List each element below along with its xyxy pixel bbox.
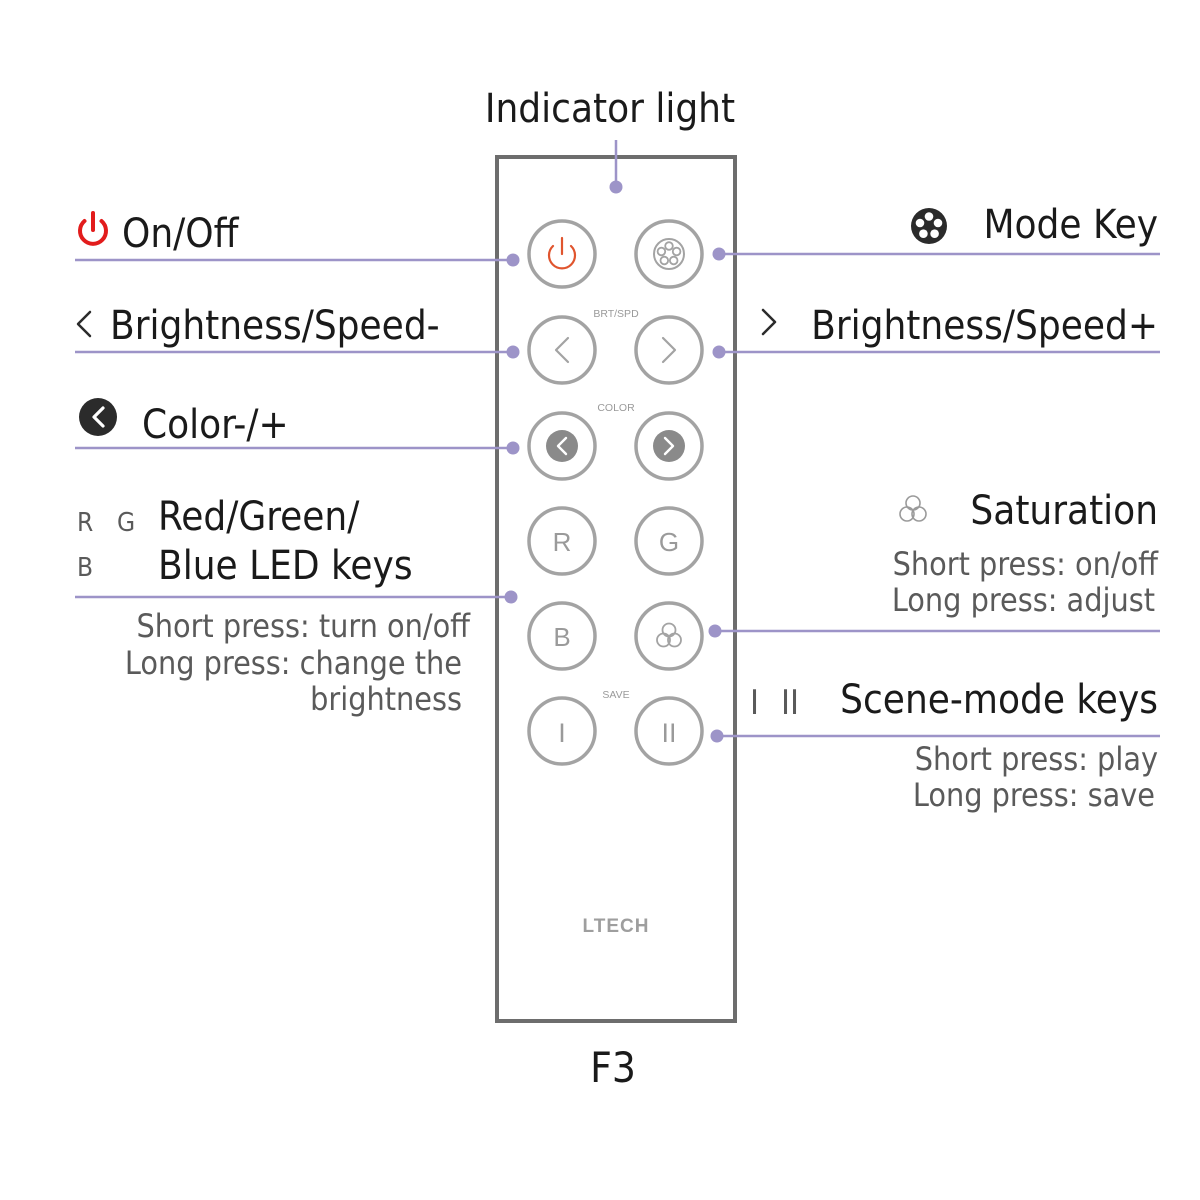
mode-button[interactable] [634,219,704,289]
brightness-plus-button[interactable] [634,315,704,385]
color-dial-left-icon [546,430,578,462]
film-reel-icon [653,238,685,270]
rgb-desc-line3: brightness [310,680,462,718]
section-label-brt: BRT/SPD [593,308,639,320]
remote-body [495,155,737,1023]
brand-logo: LTECH [583,916,650,937]
green-key-button[interactable]: G [634,506,704,576]
indicator-light [609,180,623,194]
blue-key-button[interactable]: B [527,601,597,671]
color-dial-label-icon [79,398,117,436]
scene-1-button[interactable]: I [527,696,597,766]
color-plus-button[interactable] [634,411,704,481]
indicator-light-label: Indicator light [485,86,735,132]
color-minus-button[interactable] [527,411,597,481]
rgb-label-line2: Blue LED keys [158,543,413,589]
scene-desc-line1: Short press: play [915,740,1158,778]
scene-desc-line2: Long press: save [913,776,1155,814]
rgb-desc-line1: Short press: turn on/off [136,607,471,645]
section-label-save: SAVE [602,689,629,701]
rgb-label-line1: Red/Green/ [158,494,360,540]
svg-text:I: I [558,718,566,748]
model-name: F3 [590,1043,636,1092]
color-dial-right-icon [653,430,685,462]
saturation-label-icon [899,495,927,522]
saturation-icon [656,622,682,648]
rgb-letter-r: R [77,508,93,538]
saturation-desc-line2: Long press: adjust [892,581,1155,619]
scene-mark-1: I [750,683,759,723]
color-label: Color-/+ [142,402,289,448]
brightness-minus-button[interactable] [527,315,597,385]
chevron-right-icon [661,336,677,364]
svg-text:R: R [553,527,572,557]
rgb-desc-line2: Long press: change the [125,644,462,682]
callout-lines [75,252,1160,738]
scene-label: Scene-mode keys [840,677,1158,723]
film-reel-label-icon [911,208,947,244]
brightness-plus-label: Brightness/Speed+ [811,303,1158,349]
saturation-button[interactable] [634,601,704,671]
power-button[interactable] [527,219,597,289]
scene-2-button[interactable]: II [634,696,704,766]
rgb-letter-g: G [117,508,135,538]
power-red-icon [78,211,108,246]
svg-text:G: G [659,527,679,557]
section-label-color: COLOR [597,402,635,414]
on-off-label: On/Off [122,211,240,257]
red-key-button[interactable]: R [527,506,597,576]
svg-text:B: B [553,622,570,652]
chevron-left-icon [554,336,570,364]
chevron-right-label-icon [761,308,777,336]
chevron-left-label-icon [76,310,92,338]
svg-text:II: II [661,718,676,748]
saturation-label: Saturation [970,488,1158,534]
mode-key-label: Mode Key [983,202,1158,248]
callout-dots [504,247,726,743]
scene-mark-2: II [781,683,799,723]
rgb-letter-b: B [77,553,93,583]
saturation-desc-line1: Short press: on/off [893,545,1160,583]
brightness-minus-label: Brightness/Speed- [110,303,440,349]
power-icon [547,236,577,270]
